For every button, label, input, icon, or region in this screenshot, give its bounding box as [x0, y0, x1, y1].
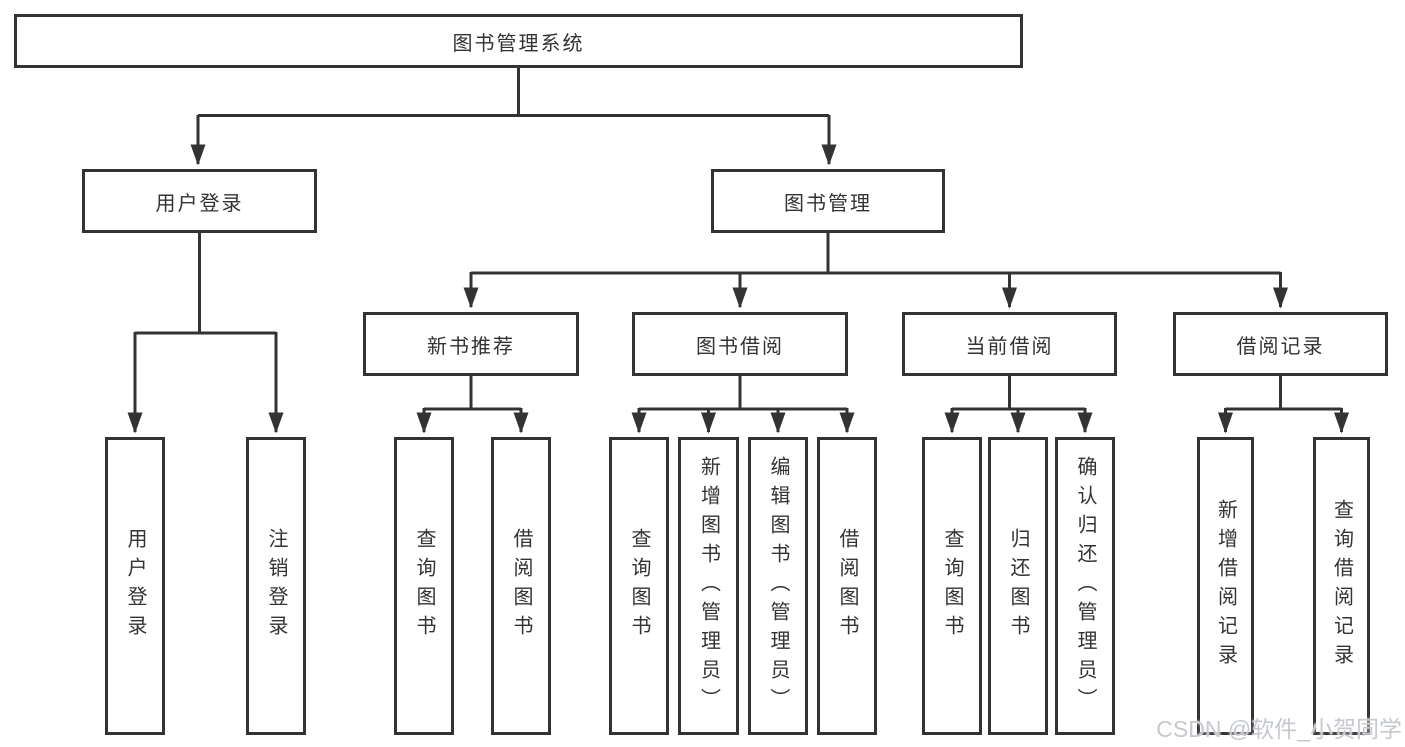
leaf-confirm-return-admin: 确认归还（管理员） [1055, 437, 1115, 735]
csdn-watermark: CSDN @软件_小贺同学 [1156, 716, 1402, 742]
leaf-borrow-books-label: 借阅图书 [836, 528, 858, 644]
node-current-borrow: 当前借阅 [902, 312, 1117, 376]
node-current-borrow-label: 当前借阅 [965, 335, 1054, 358]
leaf-query-borrow-record-label: 查询借阅记录 [1330, 499, 1353, 673]
connector-new-book-recommend [416, 376, 529, 434]
leaf-query-books-borrow-label: 查询图书 [628, 528, 650, 644]
leaf-query-books-current-label: 查询图书 [941, 528, 963, 644]
node-root-system: 图书管理系统 [14, 14, 1023, 68]
leaf-query-books-recommend: 查询图书 [394, 437, 454, 735]
connector-book-borrow [631, 376, 855, 434]
leaf-borrow-books-recommend: 借阅图书 [491, 437, 551, 735]
node-book-borrow: 图书借阅 [632, 312, 848, 376]
leaf-query-books-recommend-label: 查询图书 [413, 528, 435, 644]
leaf-logout-label: 注销登录 [265, 528, 287, 644]
node-book-management: 图书管理 [711, 169, 945, 233]
leaf-add-borrow-record-label: 新增借阅记录 [1214, 499, 1237, 673]
leaf-confirm-return-admin-label: 确认归还（管理员） [1074, 455, 1096, 717]
leaf-edit-books-admin: 编辑图书（管理员） [748, 437, 808, 735]
node-user-login-label: 用户登录 [155, 192, 244, 215]
leaf-edit-books-admin-label: 编辑图书（管理员） [767, 455, 789, 717]
leaf-logout: 注销登录 [246, 437, 306, 735]
node-borrow-records-label: 借阅记录 [1236, 335, 1325, 358]
leaf-user-login: 用户登录 [105, 437, 165, 735]
leaf-add-borrow-record: 新增借阅记录 [1197, 437, 1254, 735]
node-user-login: 用户登录 [82, 169, 317, 233]
leaf-add-books-admin-label: 新增图书（管理员） [697, 455, 720, 717]
leaf-borrow-books-recommend-label: 借阅图书 [510, 528, 532, 644]
node-new-book-recommend-label: 新书推荐 [427, 335, 515, 358]
node-borrow-records: 借阅记录 [1173, 312, 1388, 376]
node-book-management-label: 图书管理 [784, 192, 872, 215]
connector-user-login [127, 233, 284, 434]
connector-borrow-records [1218, 376, 1349, 434]
connector-root [190, 68, 837, 166]
leaf-borrow-books: 借阅图书 [817, 437, 877, 735]
leaf-return-books-label: 归还图书 [1007, 528, 1029, 644]
leaf-query-books-current: 查询图书 [922, 437, 982, 735]
leaf-query-borrow-record: 查询借阅记录 [1313, 437, 1370, 735]
node-root-system-label: 图书管理系统 [452, 32, 585, 55]
leaf-return-books: 归还图书 [988, 437, 1048, 735]
node-new-book-recommend: 新书推荐 [363, 312, 579, 376]
connector-book-management [463, 233, 1288, 309]
node-book-borrow-label: 图书借阅 [696, 335, 784, 358]
leaf-user-login-label: 用户登录 [124, 528, 146, 644]
connector-current-borrow [944, 376, 1093, 434]
leaf-query-books-borrow: 查询图书 [609, 437, 669, 735]
leaf-add-books-admin: 新增图书（管理员） [678, 437, 739, 735]
